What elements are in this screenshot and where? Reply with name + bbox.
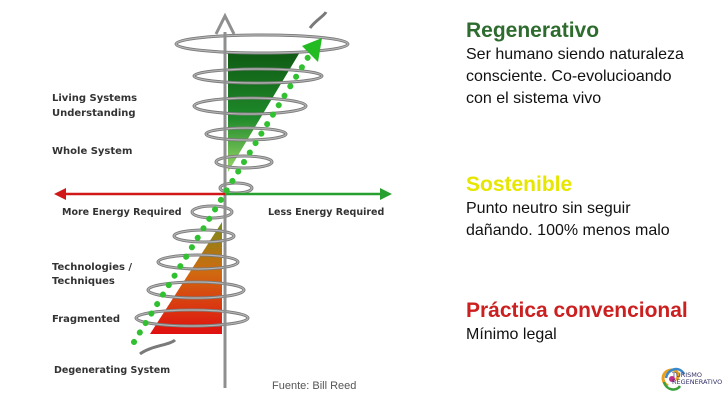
green-arrowhead-icon [302, 38, 322, 62]
level-regenerativo: Regenerativo Ser humano siendo naturalez… [466, 18, 684, 110]
logo-text: Turismo Regenerativo [672, 371, 723, 386]
level-label-1-line1: Living Systems [52, 93, 137, 104]
axis-label-bottom: Degenerating System [54, 365, 170, 376]
level-title: Regenerativo [466, 19, 600, 42]
level-desc-line: Ser humano siendo naturaleza [466, 46, 684, 63]
level-title: Práctica convencional [466, 299, 688, 322]
axis-label-left: More Energy Required [62, 207, 182, 218]
dotted-diagonal [131, 51, 313, 345]
level-desc-line: Punto neutro sin seguir [466, 200, 631, 217]
axis-label-right: Less Energy Required [268, 207, 384, 218]
level-desc-line: consciente. Co-evolucioando [466, 68, 672, 85]
source-credit: Fuente: Bill Reed [272, 380, 357, 392]
red-triangle [150, 222, 222, 334]
regenerative-diagram: Living Systems Understanding Whole Syste… [52, 11, 392, 388]
turismo-regenerativo-logo-icon [661, 367, 686, 391]
level-label-4: Fragmented [52, 314, 120, 325]
level-desc-line: con el sistema vivo [466, 90, 602, 107]
level-label-2: Whole System [52, 146, 132, 157]
level-practica-convencional: Práctica convencional Mínimo legal [466, 298, 688, 346]
level-label-3-line1: Technologies / [52, 262, 132, 273]
level-desc-line: Mínimo legal [466, 326, 557, 343]
level-desc-line: dañando. 100% menos malo [466, 222, 670, 239]
left-arrowhead-icon [54, 188, 66, 200]
level-sostenible: Sostenible Punto neutro sin seguir dañan… [466, 172, 670, 242]
level-label-3-line2: Techniques [52, 276, 115, 287]
level-title: Sostenible [466, 173, 573, 196]
vertical-axis-arrowhead-icon [214, 12, 236, 35]
right-arrowhead-icon [380, 188, 392, 200]
level-label-1-line2: Understanding [52, 108, 136, 119]
